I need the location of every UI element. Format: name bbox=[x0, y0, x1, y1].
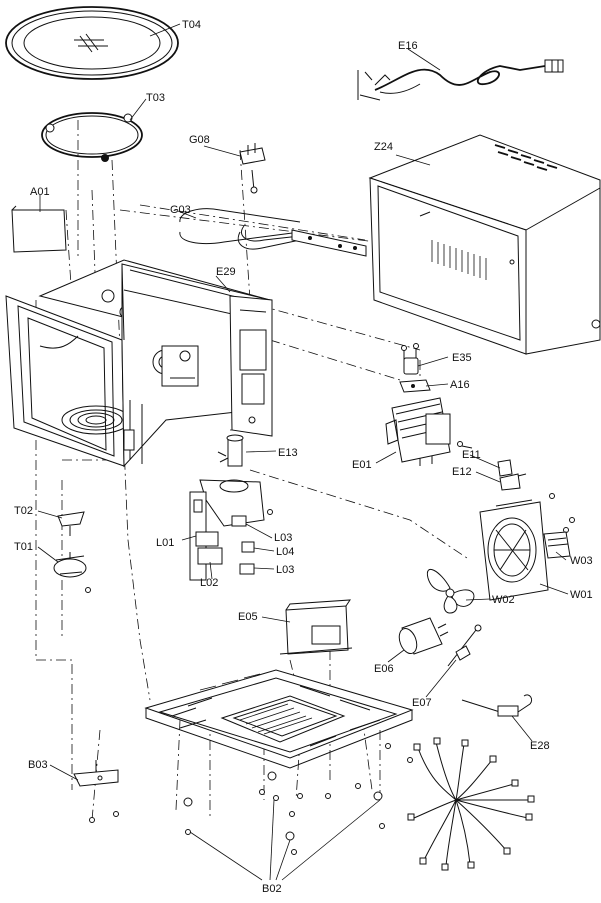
label-E16: E16 bbox=[398, 40, 418, 52]
label-L02: L02 bbox=[200, 577, 218, 589]
label-B03: B03 bbox=[28, 759, 48, 771]
bracket-part bbox=[239, 143, 266, 194]
thermostat bbox=[217, 434, 244, 467]
label-W02: W02 bbox=[492, 594, 515, 606]
label-T02: T02 bbox=[14, 505, 33, 517]
thermal-cutout bbox=[401, 343, 419, 375]
interlock-switches bbox=[497, 459, 527, 491]
label-T04: T04 bbox=[182, 19, 201, 31]
oven-cavity bbox=[5, 259, 273, 468]
label-L03-top: L03 bbox=[274, 532, 292, 544]
magnetron bbox=[385, 397, 473, 466]
label-L03-bottom: L03 bbox=[276, 564, 294, 576]
part-labels: T04 T03 E16 G08 Z24 A01 G03 E29 E35 A16 … bbox=[14, 19, 593, 895]
label-L04: L04 bbox=[276, 546, 294, 558]
label-L01: L01 bbox=[156, 537, 174, 549]
mica-cover bbox=[11, 205, 67, 253]
support-bracket bbox=[73, 760, 119, 787]
label-Z24: Z24 bbox=[374, 141, 393, 153]
label-E28: E28 bbox=[530, 740, 550, 752]
fan-housing bbox=[479, 493, 575, 601]
top-vent-holes bbox=[494, 144, 558, 171]
heater-element bbox=[179, 208, 367, 257]
label-W01: W01 bbox=[570, 589, 593, 601]
outer-cabinet bbox=[368, 134, 601, 355]
label-G08: G08 bbox=[189, 134, 210, 146]
label-E06: E06 bbox=[374, 663, 394, 675]
label-E05: E05 bbox=[238, 611, 258, 623]
high-voltage-transformer bbox=[279, 599, 353, 655]
label-T03: T03 bbox=[146, 92, 165, 104]
label-G03: G03 bbox=[170, 204, 191, 216]
label-E07: E07 bbox=[412, 697, 432, 709]
fan-blade bbox=[426, 568, 475, 614]
turntable-coupler bbox=[57, 511, 85, 536]
fuse-holder bbox=[399, 379, 431, 393]
label-E35: E35 bbox=[452, 352, 472, 364]
label-E13: E13 bbox=[278, 447, 298, 459]
leader-lines bbox=[37, 23, 569, 881]
wiring-harness bbox=[407, 737, 535, 871]
label-W03: W03 bbox=[570, 555, 593, 567]
turntable-glass-plate bbox=[5, 6, 179, 80]
fan-motor bbox=[543, 531, 571, 559]
label-E29: E29 bbox=[216, 266, 236, 278]
ventilation-slots bbox=[431, 240, 487, 280]
label-A16: A16 bbox=[450, 379, 470, 391]
label-E12: E12 bbox=[452, 466, 472, 478]
wire-connector bbox=[461, 694, 533, 717]
turntable-motor bbox=[53, 552, 91, 593]
mounting-screws bbox=[89, 743, 413, 855]
power-cord bbox=[357, 59, 564, 101]
high-voltage-diode bbox=[447, 624, 482, 667]
door-latch-assembly bbox=[189, 479, 273, 581]
high-voltage-capacitor bbox=[398, 617, 449, 655]
label-E11: E11 bbox=[462, 449, 481, 461]
label-E01: E01 bbox=[352, 459, 372, 471]
label-A01: A01 bbox=[30, 186, 50, 198]
label-B02: B02 bbox=[262, 883, 282, 895]
base-plate bbox=[144, 669, 414, 769]
roller-ring bbox=[41, 112, 143, 162]
label-T01: T01 bbox=[14, 541, 33, 553]
